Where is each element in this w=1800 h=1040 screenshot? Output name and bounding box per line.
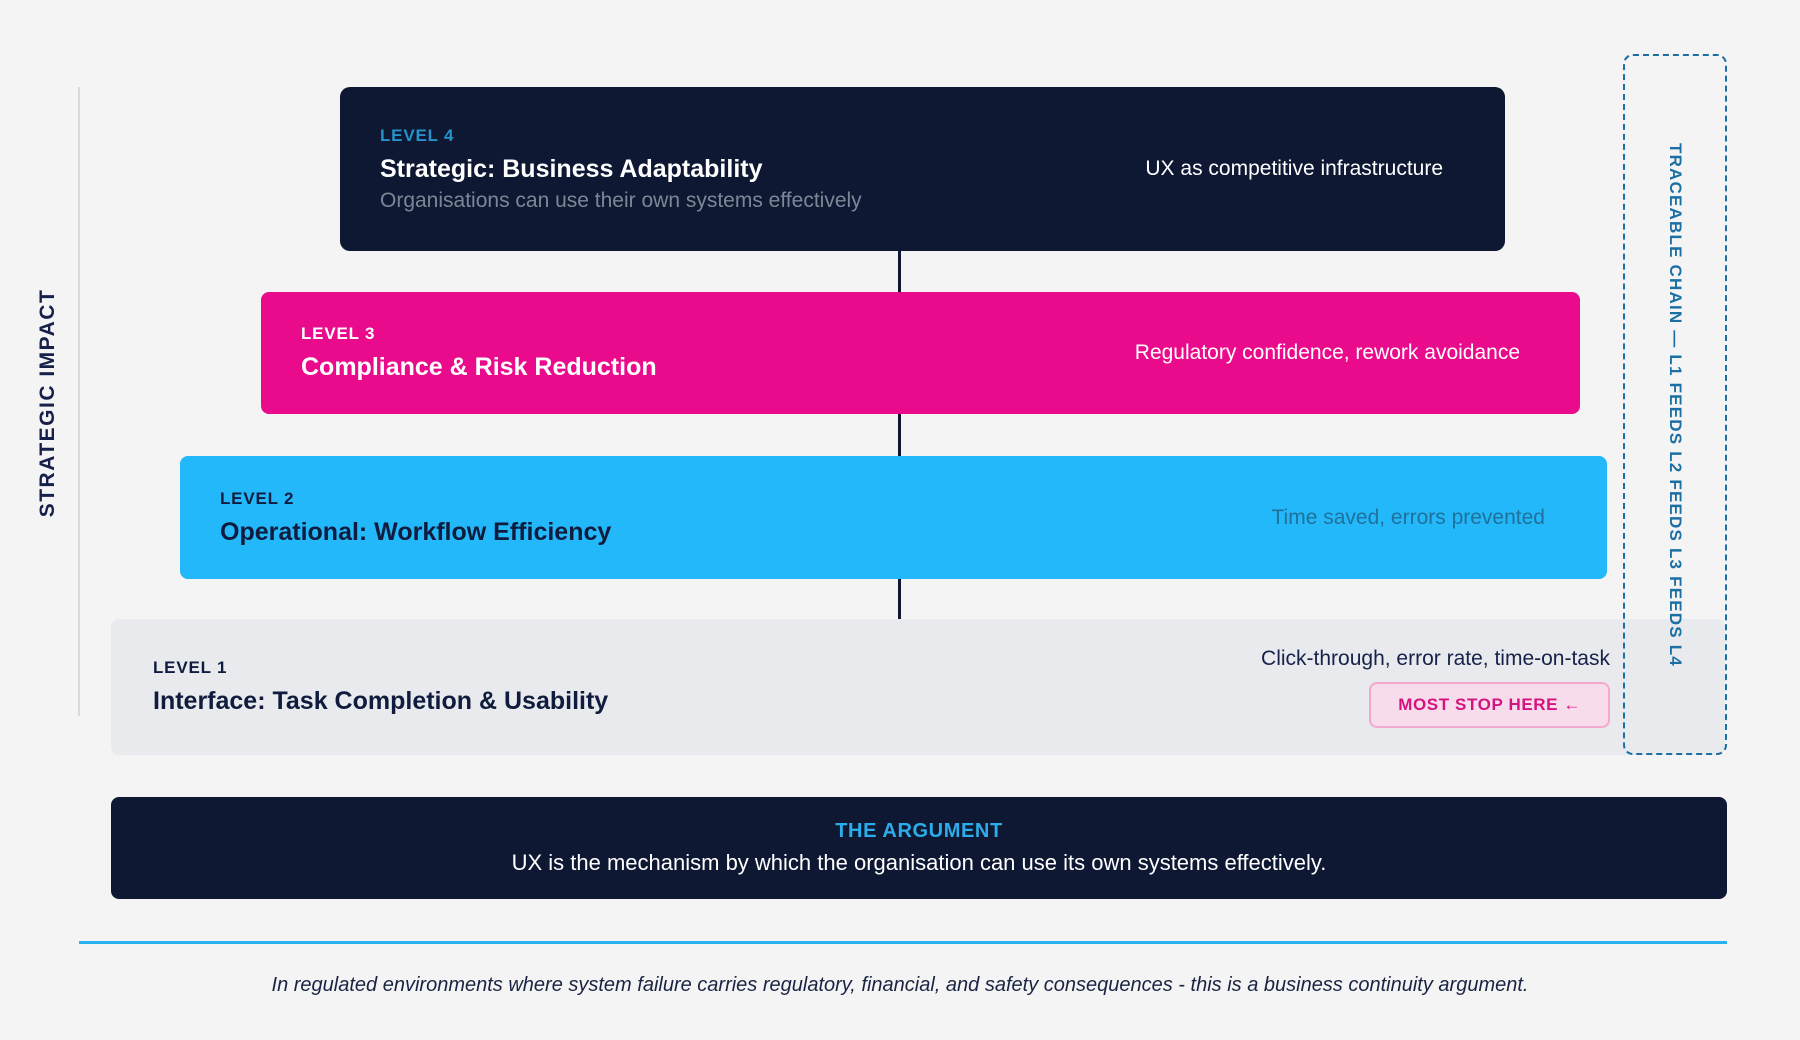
level-1-right-block: Click-through, error rate, time-on-task … bbox=[1261, 647, 1610, 728]
level-4-tag: LEVEL 4 bbox=[380, 125, 455, 145]
level-2-tag: LEVEL 2 bbox=[220, 488, 295, 508]
level-1-card: LEVEL 1 Interface: Task Completion & Usa… bbox=[111, 619, 1725, 755]
argument-card: THE ARGUMENT UX is the mechanism by whic… bbox=[111, 797, 1727, 899]
level-1-title: Interface: Task Completion & Usability bbox=[153, 687, 609, 715]
divider-line bbox=[79, 941, 1727, 944]
level-3-title: Compliance & Risk Reduction bbox=[301, 353, 657, 381]
traceable-chain-label: TRACEABLE CHAIN — L1 FEEDS L2 FEEDS L3 F… bbox=[1666, 142, 1685, 667]
level-1-tag: LEVEL 1 bbox=[153, 658, 228, 677]
strategic-impact-axis-label: STRATEGIC IMPACT bbox=[36, 288, 59, 518]
level-4-metric: UX as competitive infrastructure bbox=[1145, 157, 1443, 180]
level-3-text-block: LEVEL 3 Compliance & Risk Reduction bbox=[301, 324, 657, 382]
level-4-title: Strategic: Business Adaptability bbox=[380, 154, 763, 183]
strategic-impact-axis-line bbox=[78, 87, 80, 716]
argument-heading: THE ARGUMENT bbox=[835, 820, 1003, 842]
level-2-text-block: LEVEL 2 Operational: Workflow Efficiency bbox=[220, 489, 611, 547]
most-stop-here-badge: MOST STOP HERE ← bbox=[1369, 681, 1610, 728]
level-4-card: LEVEL 4 Strategic: Business Adaptability… bbox=[340, 87, 1505, 251]
level-3-card: LEVEL 3 Compliance & Risk Reduction Regu… bbox=[261, 292, 1580, 414]
level-2-card: LEVEL 2 Operational: Workflow Efficiency… bbox=[180, 456, 1607, 579]
argument-body: UX is the mechanism by which the organis… bbox=[511, 850, 1327, 875]
level-3-metric: Regulatory confidence, rework avoidance bbox=[1134, 341, 1520, 364]
level-3-tag: LEVEL 3 bbox=[301, 324, 376, 343]
level-4-subtitle: Organisations can use their own systems … bbox=[380, 188, 862, 212]
level-2-metric: Time saved, errors prevented bbox=[1271, 505, 1545, 529]
connector-line-l3-l2 bbox=[898, 414, 901, 456]
connector-line-l4-l3 bbox=[898, 251, 901, 292]
footnote: In regulated environments where system f… bbox=[271, 974, 1529, 996]
level-1-text-block: LEVEL 1 Interface: Task Completion & Usa… bbox=[153, 658, 608, 716]
level-2-title: Operational: Workflow Efficiency bbox=[220, 517, 612, 546]
connector-line-l2-l1 bbox=[898, 579, 901, 619]
level-4-text-block: LEVEL 4 Strategic: Business Adaptability… bbox=[380, 126, 862, 213]
traceable-chain-box: TRACEABLE CHAIN — L1 FEEDS L2 FEEDS L3 F… bbox=[1623, 54, 1727, 755]
level-1-metric: Click-through, error rate, time-on-task bbox=[1261, 646, 1610, 670]
